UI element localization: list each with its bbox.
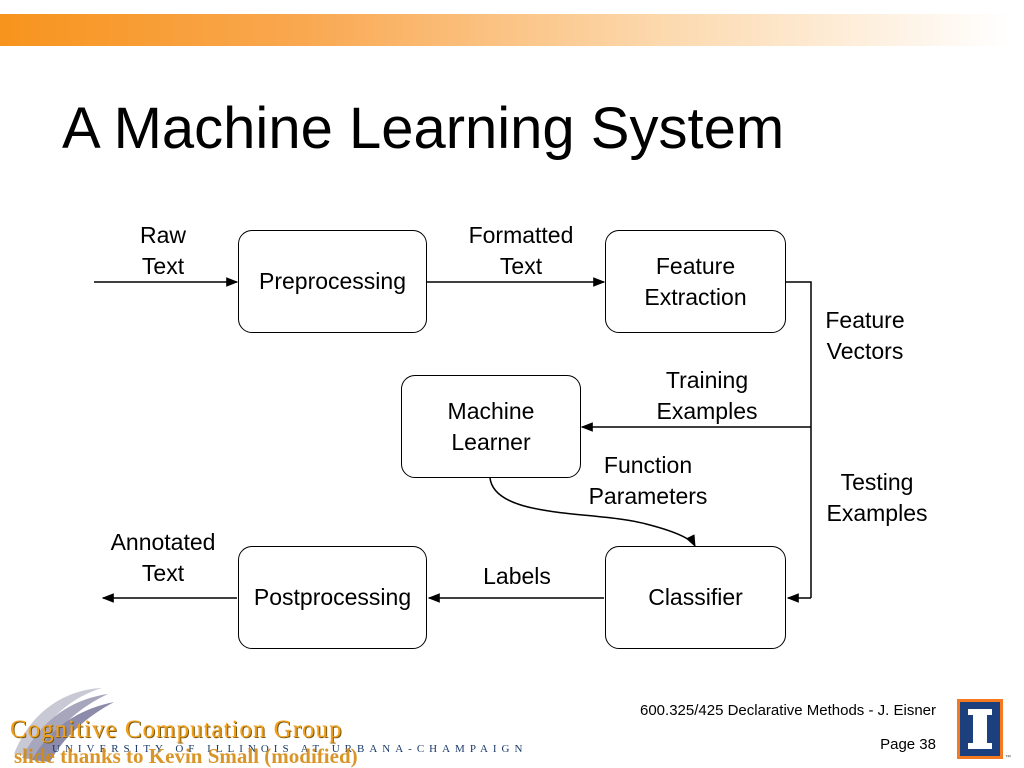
slide-credit: slide thanks to Kevin Small (modified)	[14, 744, 358, 768]
edge-function-parameters	[489, 477, 696, 548]
footer-course: 600.325/425 Declarative Methods - J. Eis…	[640, 702, 936, 719]
label-formatted-text: Formatted Text	[468, 222, 574, 279]
label-labels: Labels	[483, 563, 551, 589]
label-annotated-text: Annotated Text	[110, 529, 216, 586]
logo-university: UNIVERSITY OF ILLINOIS AT URBANA-CHAMPAI…	[52, 743, 528, 755]
ccg-logo-swoosh-icon	[14, 688, 114, 762]
node-postprocessing: Postprocessing	[238, 546, 427, 649]
label-function-parameters: Function Parameters	[588, 452, 708, 509]
label-feature-vectors: Feature Vectors	[825, 307, 905, 364]
top-accent-bar	[0, 14, 1010, 46]
node-feature-extraction: Feature Extraction	[605, 230, 786, 333]
edge-feature-vectors-bus	[786, 281, 812, 598]
node-classifier: Classifier	[605, 546, 786, 649]
logo-wordmark: Cognitive Computation Group	[10, 716, 343, 743]
node-machine-learner: Machine Learner	[401, 375, 581, 478]
slide-title: A Machine Learning System	[62, 96, 785, 161]
label-testing-examples: Testing Examples	[826, 469, 928, 526]
uiuc-block-i-icon	[957, 699, 1003, 759]
label-raw-text: Raw Text	[139, 222, 186, 279]
node-preprocessing: Preprocessing	[238, 230, 427, 333]
label-training-examples: Training Examples	[656, 367, 758, 424]
footer-page-number: Page 38	[880, 736, 936, 753]
trademark-mark: ™	[1005, 755, 1011, 761]
